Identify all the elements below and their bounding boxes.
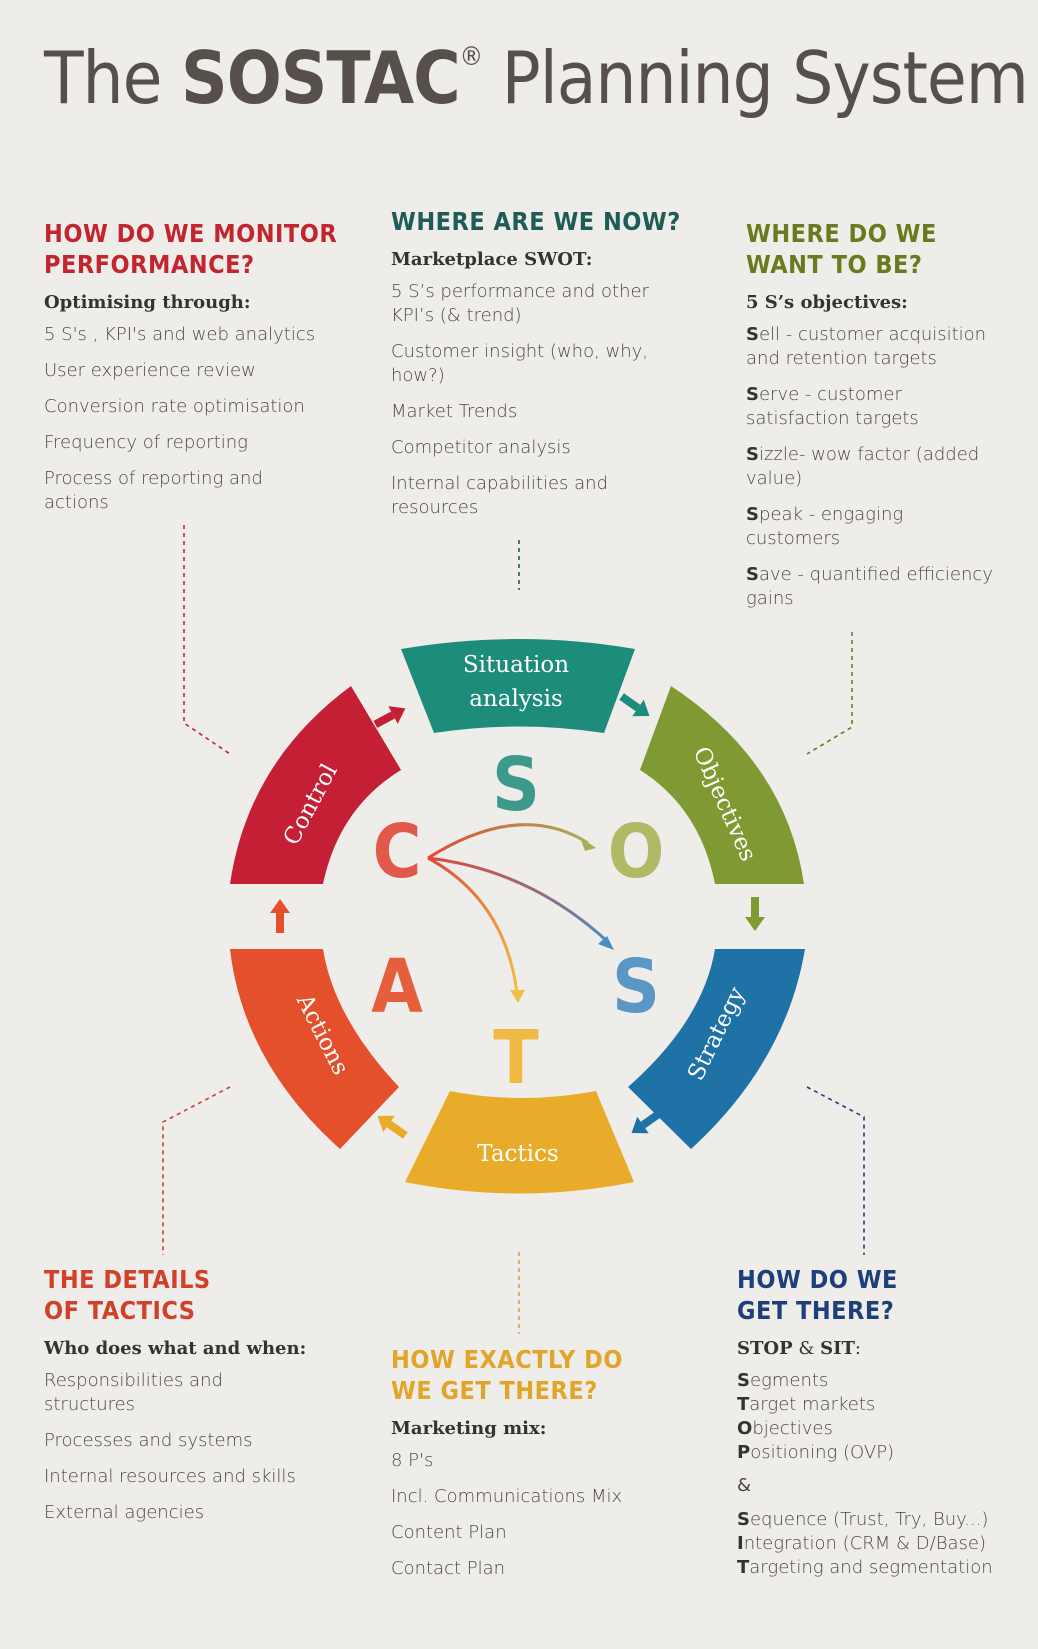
want-block: WHERE DO WE WANT TO BE? 5 S’s objectives… bbox=[746, 218, 1006, 623]
list-item: 8 P's bbox=[391, 1450, 434, 1471]
list-item: Conversion rate optimisation bbox=[44, 396, 305, 417]
connector-monitor bbox=[183, 525, 231, 755]
want-subheading: 5 S’s objectives: bbox=[746, 292, 908, 313]
want-list: Sell - customer acquisition and retentio… bbox=[746, 323, 1006, 611]
getthere-subheading: STOP & SIT: bbox=[737, 1338, 861, 1359]
segment-control bbox=[230, 686, 401, 884]
wheel-segments bbox=[230, 639, 805, 1194]
details-block: THE DETAILS OF TACTICS Who does what and… bbox=[44, 1264, 334, 1537]
curve-c-to-o-head bbox=[580, 837, 596, 851]
exactly-subheading: Marketing mix: bbox=[391, 1418, 547, 1439]
list-item: 5 S's , KPI's and web analytics bbox=[44, 324, 316, 345]
list-item: Targeting and segmentation bbox=[737, 1557, 993, 1578]
flow-arrows bbox=[270, 693, 765, 1139]
list-item: Target markets bbox=[737, 1394, 876, 1415]
list-item: User experience review bbox=[44, 360, 256, 381]
exactly-block: HOW EXACTLY DO WE GET THERE? Marketing m… bbox=[391, 1344, 661, 1593]
connector-getthere bbox=[806, 1086, 865, 1255]
letter-t: T bbox=[493, 1015, 539, 1101]
segment-tactics bbox=[405, 1091, 634, 1194]
getthere-block: HOW DO WE GET THERE? STOP & SIT: Segment… bbox=[737, 1264, 1027, 1580]
arrow-strategy-to-tactics bbox=[631, 1110, 662, 1134]
ampersand: & bbox=[737, 1475, 752, 1496]
now-block: WHERE ARE WE NOW? Marketplace SWOT: 5 S’… bbox=[391, 206, 681, 532]
list-item: Competitor analysis bbox=[391, 437, 571, 458]
registered-mark: ® bbox=[459, 42, 483, 72]
segment-strategy bbox=[628, 949, 805, 1149]
details-heading: THE DETAILS OF TACTICS bbox=[44, 1265, 211, 1325]
want-heading: WHERE DO WE WANT TO BE? bbox=[746, 219, 937, 279]
arrow-actions-to-control bbox=[270, 899, 290, 933]
getthere-heading: HOW DO WE GET THERE? bbox=[737, 1265, 898, 1325]
connector-lines bbox=[162, 525, 865, 1334]
monitor-heading: HOW DO WE MONITOR PERFORMANCE? bbox=[44, 219, 338, 279]
list-item: Serve - customer satisfaction targets bbox=[746, 384, 919, 429]
list-item: Internal capabilities and resources bbox=[391, 473, 609, 518]
list-item: Segments bbox=[737, 1370, 829, 1391]
list-item: Positioning (OVP) bbox=[737, 1442, 895, 1463]
label-situation-2: analysis bbox=[469, 686, 563, 712]
list-item: Responsibilities and structures bbox=[44, 1370, 223, 1415]
letter-c: C bbox=[373, 809, 422, 895]
list-item: Customer insight (who, why, how?) bbox=[391, 341, 649, 386]
segment-actions bbox=[230, 949, 399, 1149]
list-item: Sequence (Trust, Try, Buy...) bbox=[737, 1509, 989, 1530]
monitor-block: HOW DO WE MONITOR PERFORMANCE? Optimisin… bbox=[44, 218, 344, 527]
list-item: Process of reporting and actions bbox=[44, 468, 263, 513]
connector-want bbox=[806, 632, 853, 755]
letter-o: O bbox=[608, 809, 665, 895]
curve-c-to-t bbox=[427, 856, 519, 994]
exactly-heading: HOW EXACTLY DO WE GET THERE? bbox=[391, 1345, 623, 1405]
letter-a: A bbox=[371, 944, 423, 1030]
details-subheading: Who does what and when: bbox=[44, 1338, 307, 1359]
sit-list: Sequence (Trust, Try, Buy...) Integratio… bbox=[737, 1508, 1027, 1580]
list-item: 5 S’s performance and other KPI’s (& tre… bbox=[391, 281, 649, 326]
label-situation-1: Situation bbox=[463, 652, 569, 678]
center-letters: S O S T A C bbox=[371, 742, 664, 1101]
connector-details bbox=[162, 1086, 231, 1255]
curve-c-to-t-head bbox=[510, 990, 525, 1003]
list-item: Processes and systems bbox=[44, 1430, 253, 1451]
page-title: The SOSTAC® Planning System bbox=[44, 36, 1029, 120]
curved-arrows bbox=[427, 823, 614, 1003]
letter-s1: S bbox=[492, 742, 540, 828]
list-item: Integration (CRM & D/Base) bbox=[737, 1533, 986, 1554]
segment-objectives bbox=[640, 686, 804, 884]
curve-c-to-o bbox=[427, 823, 589, 860]
title-brand: SOSTAC bbox=[181, 36, 461, 120]
arrow-tactics-to-actions bbox=[377, 1115, 408, 1139]
curve-c-to-s-head bbox=[598, 936, 614, 950]
now-subheading: Marketplace SWOT: bbox=[391, 249, 593, 270]
list-item: Sizzle- wow factor (added value) bbox=[746, 444, 980, 489]
list-item: Market Trends bbox=[391, 401, 518, 422]
segment-situation bbox=[401, 639, 635, 733]
details-list: Responsibilities and structures Processe… bbox=[44, 1369, 334, 1525]
monitor-list: 5 S's , KPI's and web analytics User exp… bbox=[44, 323, 344, 515]
list-item: Frequency of reporting bbox=[44, 432, 248, 453]
list-item: Sell - customer acquisition and retentio… bbox=[746, 324, 987, 369]
curve-c-to-s bbox=[427, 856, 610, 944]
arrow-situation-to-objectives bbox=[619, 693, 650, 717]
arrow-control-to-situation bbox=[373, 706, 406, 728]
arrow-objectives-to-strategy bbox=[745, 897, 765, 931]
list-item: Contact Plan bbox=[391, 1558, 506, 1579]
exactly-list: 8 P's Incl. Communications Mix Content P… bbox=[391, 1449, 661, 1581]
monitor-subheading: Optimising through: bbox=[44, 292, 251, 313]
list-item: Incl. Communications Mix bbox=[391, 1486, 623, 1507]
list-item: External agencies bbox=[44, 1502, 205, 1523]
stop-list: Segments Target markets Objectives Posit… bbox=[737, 1369, 1027, 1465]
label-tactics: Tactics bbox=[477, 1141, 558, 1167]
list-item: Internal resources and skills bbox=[44, 1466, 296, 1487]
list-item: Speak - engaging customers bbox=[746, 504, 904, 549]
list-item: Content Plan bbox=[391, 1522, 507, 1543]
list-item: Objectives bbox=[737, 1418, 833, 1439]
now-heading: WHERE ARE WE NOW? bbox=[391, 207, 681, 236]
now-list: 5 S’s performance and other KPI’s (& tre… bbox=[391, 280, 681, 520]
letter-s2: S bbox=[612, 944, 660, 1030]
list-item: Save - quantified efficiency gains bbox=[746, 564, 993, 609]
